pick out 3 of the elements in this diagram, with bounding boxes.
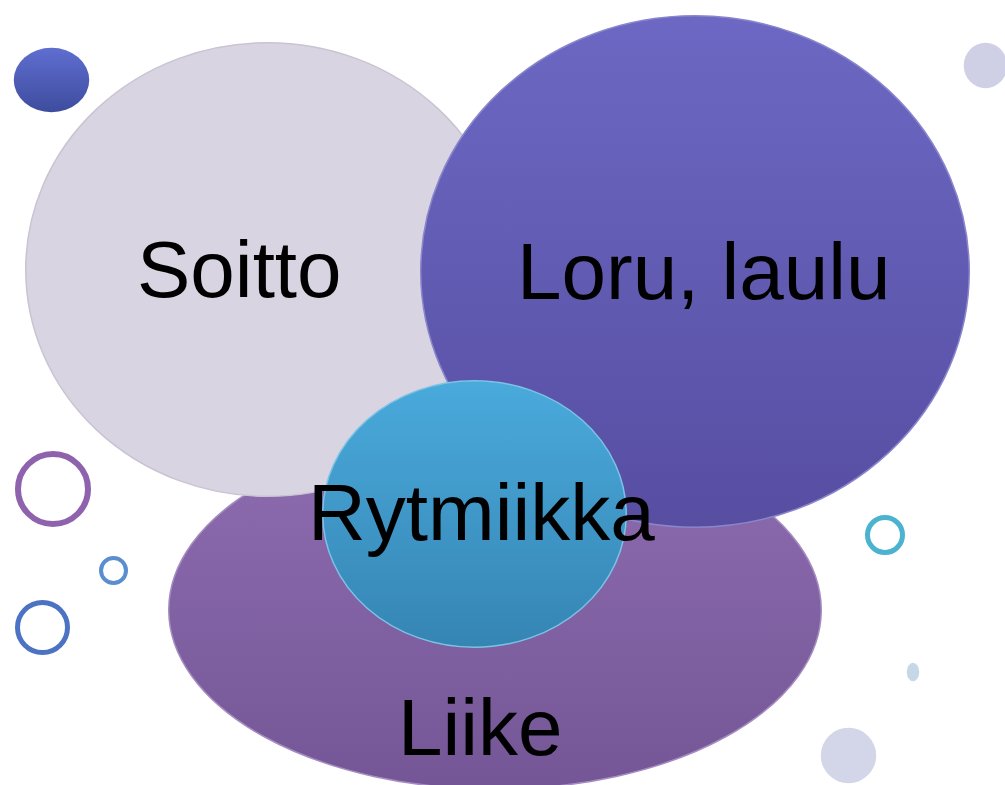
category-label: Loru, laulu: [517, 232, 891, 312]
category-label: Soitto: [137, 230, 342, 310]
category-label: Liike: [398, 688, 563, 768]
